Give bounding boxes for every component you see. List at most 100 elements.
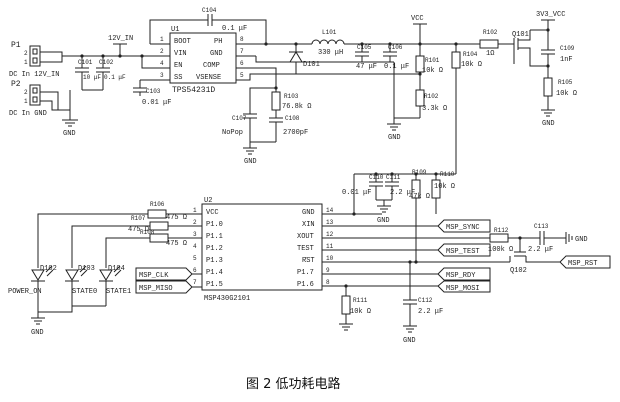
u1-pin-2: 2 xyxy=(160,48,164,55)
port-mosi-label: MSP_MOSI xyxy=(446,285,480,293)
r106-value: 475 Ω xyxy=(166,214,187,222)
p1-pin-1: 1 xyxy=(24,59,28,66)
q102-ref: Q102 xyxy=(510,267,527,275)
figure-caption: 图 2 低功耗电路 xyxy=(246,376,341,392)
c104-ref: C104 xyxy=(202,7,217,14)
r103-ref: R103 xyxy=(284,93,299,100)
r101-ref: R101 xyxy=(425,57,440,64)
transistor-q102: Q102 xyxy=(488,238,560,275)
res-r105: R105 10k Ω xyxy=(529,62,577,110)
u2-pin-11: 11 xyxy=(326,243,334,250)
port-msp-sync: MSP_SYNC xyxy=(437,219,491,233)
u1-gnd-rail xyxy=(255,56,394,63)
port-clk-label: MSP_CLK xyxy=(139,272,169,280)
connector-p2: P2 2 1 DC In GND xyxy=(9,80,47,118)
u2-pin-4: 4 xyxy=(193,243,197,250)
u1-pin-7: 7 xyxy=(240,48,244,55)
port-msp-miso: MSP_MISO xyxy=(135,280,202,294)
r105-value: 10k Ω xyxy=(556,90,577,98)
transistor-q101: Q101 xyxy=(512,30,531,64)
c108-value: 2700pF xyxy=(283,129,308,137)
q101-ref: Q101 xyxy=(512,31,529,39)
u2-pin-test: TEST xyxy=(297,245,314,253)
u1-pin-gnd: GND xyxy=(210,50,223,58)
p2-ref: P2 xyxy=(11,80,21,89)
gnd-input-label: GND xyxy=(63,130,76,138)
port-test-label: MSP_TEST xyxy=(446,248,480,256)
u2-pin-9: 9 xyxy=(326,267,330,274)
gnd-u2-label: GND xyxy=(377,217,390,225)
ic-u2: U2 MSP430G2101 VCC P1.0 P1.1 P1.2 P1.3 P… xyxy=(193,197,334,303)
cap-c113: C113 2.2 μF GND xyxy=(528,223,588,254)
cap-c101: C101 10 μF xyxy=(75,56,101,90)
r106-ref: R106 xyxy=(150,201,165,208)
l101-ref: L101 xyxy=(322,29,337,36)
res-r108: R108 475 Ω xyxy=(105,229,196,268)
u2-pin-12: 12 xyxy=(326,231,334,238)
d104-label: STATE1 xyxy=(106,288,131,296)
diode-d101: D101 xyxy=(289,44,320,74)
u2-pin-p17: P1.7 xyxy=(297,269,314,277)
cap-c110: C110 0.01 μF xyxy=(342,172,384,200)
u2-ref: U2 xyxy=(204,197,212,205)
c101-ref: C101 xyxy=(78,59,93,66)
net-12v-label: 12V_IN xyxy=(108,35,133,43)
net-vcc-label: VCC xyxy=(411,15,424,23)
r111-ref: R111 xyxy=(353,297,368,304)
port-msp-clk: MSP_CLK xyxy=(135,267,202,281)
u2-pin-p14: P1.4 xyxy=(206,269,223,277)
res-r111: R111 10k Ω xyxy=(339,284,371,331)
p1-ref: P1 xyxy=(11,41,21,50)
c106-ref: C106 xyxy=(388,44,403,51)
r110-ref: R110 xyxy=(440,171,455,178)
c106-value: 0.1 μF xyxy=(384,63,409,71)
c102-ref: C102 xyxy=(99,59,114,66)
c105-value: 47 μF xyxy=(356,63,377,71)
c104-value: 0.1 μF xyxy=(222,25,247,33)
gnd-leds: GND xyxy=(31,305,106,337)
gnd-c113-label: GND xyxy=(575,236,588,244)
c112-value: 2.2 μF xyxy=(418,308,443,316)
r101-value: 10k Ω xyxy=(422,67,443,75)
d104-ref: D104 xyxy=(108,265,125,273)
net-3v3-label: 3V3_VCC xyxy=(536,11,565,19)
u2-pin-gnd: GND xyxy=(302,209,315,217)
r105-ref: R105 xyxy=(558,79,573,86)
port-msp-rst: MSP_RST xyxy=(559,255,611,269)
cap-c109: C109 1nF xyxy=(541,44,575,78)
d102-label: POWER_ON xyxy=(8,288,42,296)
gnd-leds-label: GND xyxy=(31,329,44,337)
r107-ref: R107 xyxy=(131,215,146,222)
c110-value: 0.01 μF xyxy=(342,189,371,197)
p2-pin-2: 2 xyxy=(24,89,28,96)
u1-pin-6: 6 xyxy=(240,60,244,67)
u2-pin-p13: P1.3 xyxy=(206,257,223,265)
c112-ref: C112 xyxy=(418,297,433,304)
u2-pin-p16: P1.6 xyxy=(297,281,314,289)
c110-ref: C110 xyxy=(369,174,384,181)
cap-c107: C107 NoPop xyxy=(222,86,278,142)
c107-ref: C107 xyxy=(232,115,247,122)
u2-pin-2: 2 xyxy=(193,219,197,226)
c101-value: 10 μF xyxy=(83,74,101,81)
port-rst-label: MSP_RST xyxy=(568,260,597,268)
c111-ref: C111 xyxy=(386,174,401,181)
gnd-q101-label: GND xyxy=(542,120,555,128)
cap-c104: C104 0.1 μF xyxy=(149,7,268,46)
res-r112: R112 100k Ω xyxy=(472,227,530,254)
res-r107: R107 475 Ω xyxy=(71,215,196,268)
u2-pin-1: 1 xyxy=(193,207,197,214)
port-sync-label: MSP_SYNC xyxy=(446,224,480,232)
u2-pin-13: 13 xyxy=(326,219,334,226)
p2-pin-1: 1 xyxy=(24,98,28,105)
r102-ref: R102 xyxy=(424,93,439,100)
inductor-l101: L101 330 μH xyxy=(294,29,420,57)
r109-value: 47k Ω xyxy=(409,193,430,201)
r112-value: 100k Ω xyxy=(488,246,513,254)
u2-pin-p10: P1.0 xyxy=(206,221,223,229)
d101-ref: D101 xyxy=(303,61,320,69)
c113-ref: C113 xyxy=(534,223,549,230)
cap-c108: C108 2700pF xyxy=(269,115,308,142)
u2-pin-xin: XIN xyxy=(302,221,315,229)
c103-value: 0.01 μF xyxy=(142,99,171,107)
